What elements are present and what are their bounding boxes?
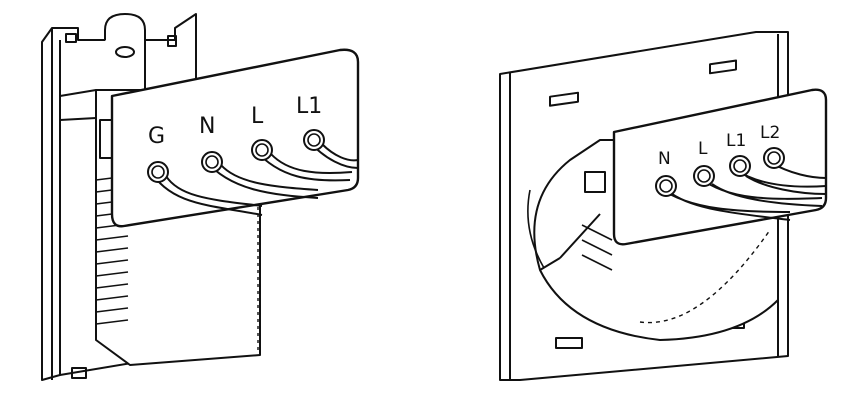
right-plate-slot-2 — [709, 59, 737, 75]
left-terminal-label-n: N — [199, 114, 215, 139]
left-terminal-label-l: L — [251, 104, 264, 129]
right-wires — [659, 161, 827, 221]
left-terminal-label-l1: L1 — [296, 94, 322, 119]
left-top-tab — [104, 13, 146, 90]
left-terminal-panel — [110, 48, 360, 228]
right-terminal-panel — [612, 88, 828, 246]
right-terminal-label-l2: L2 — [760, 123, 780, 143]
right-terminal-label-n: N — [658, 149, 671, 169]
right-switch-module — [499, 31, 828, 381]
left-tab-hole — [115, 46, 135, 58]
right-plate-slot-1 — [549, 91, 579, 107]
left-terminal-label-g: G — [148, 124, 165, 149]
right-plate-slot-3 — [555, 337, 583, 349]
right-vent-slots — [581, 224, 613, 271]
right-terminal-label-l1: L1 — [726, 131, 746, 151]
right-terminal-label-l: L — [698, 139, 708, 159]
